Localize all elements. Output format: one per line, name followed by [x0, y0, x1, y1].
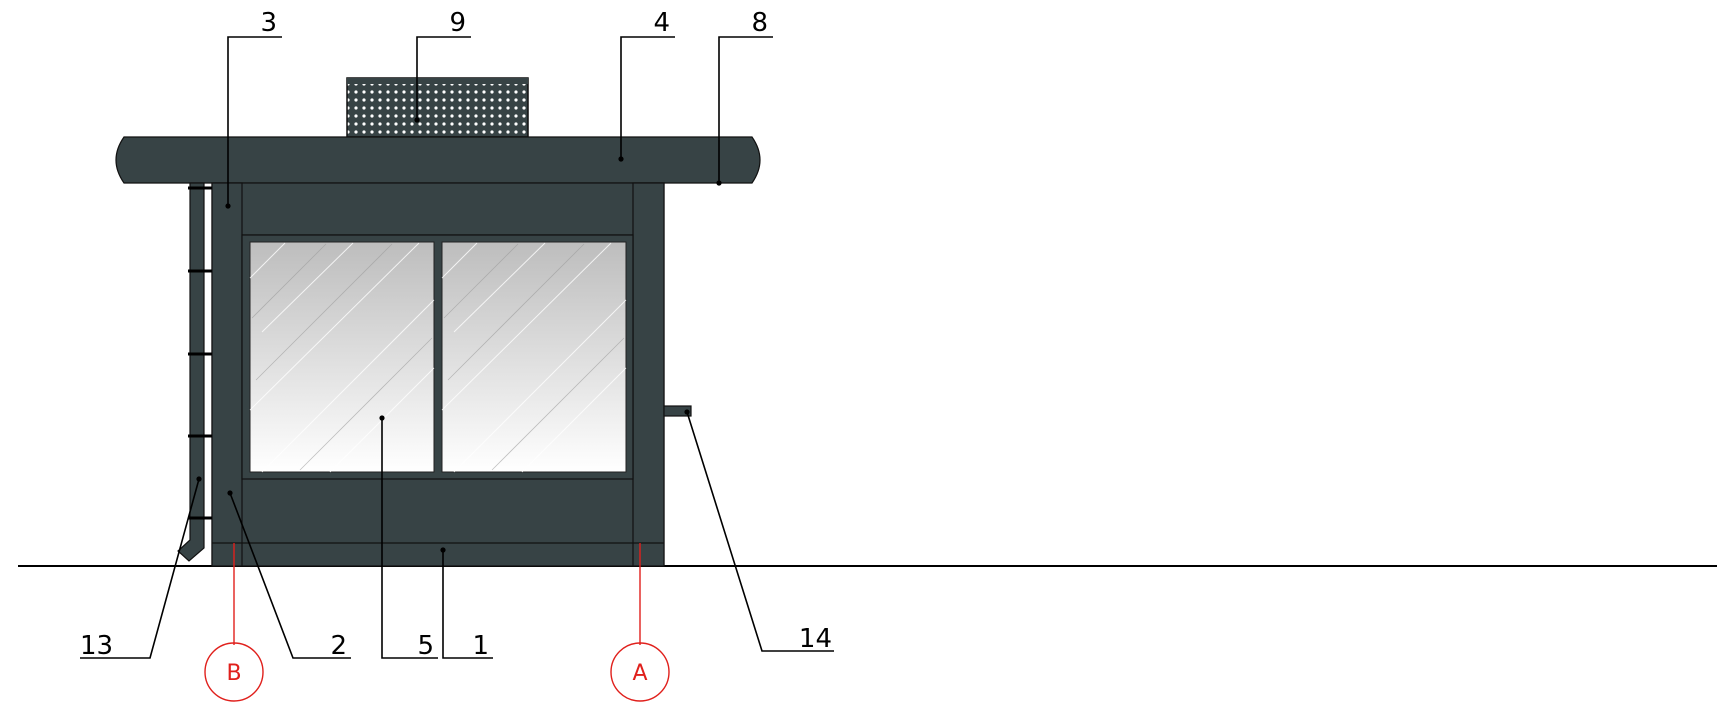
downpipe: [177, 182, 205, 562]
callout-label-8: 8: [751, 8, 768, 38]
leader-3: [225, 36, 282, 209]
callout-label-13: 13: [80, 631, 113, 661]
leader-1: [440, 547, 493, 659]
callout-label-3: 3: [260, 8, 277, 38]
callout-label-2: 2: [330, 631, 347, 661]
leader-5: [379, 415, 438, 659]
leader-4: [618, 36, 675, 162]
callout-label-1: 1: [472, 631, 489, 661]
callout-label-4: 4: [653, 8, 670, 38]
callout-label-9: 9: [449, 8, 466, 38]
roof-canopy: [115, 136, 761, 184]
leader-2: [227, 490, 351, 659]
roof-vent-cap: [347, 78, 528, 84]
axis-label-b: B: [226, 661, 241, 686]
glass-reflection-lines: [249, 242, 627, 473]
downpipe-clamps: [188, 186, 212, 520]
leader-9: [414, 36, 471, 123]
glass-pane-right: [441, 241, 627, 473]
leader-14: [684, 409, 834, 652]
roof-vent-unit: [346, 77, 529, 138]
callout-label-14: 14: [799, 624, 832, 654]
axis-label-a: A: [632, 661, 647, 686]
callout-label-5: 5: [417, 631, 434, 661]
leader-13: [80, 476, 202, 659]
side-bracket: [663, 405, 692, 417]
left-corner-post: [211, 182, 243, 567]
axis-marker-a: [610, 642, 670, 702]
right-corner-post: [632, 182, 665, 567]
leader-8: [716, 36, 773, 186]
glass-pane-left: [249, 241, 435, 473]
axis-marker-b: [204, 642, 264, 702]
glass-reflection-shadow: [251, 243, 625, 471]
